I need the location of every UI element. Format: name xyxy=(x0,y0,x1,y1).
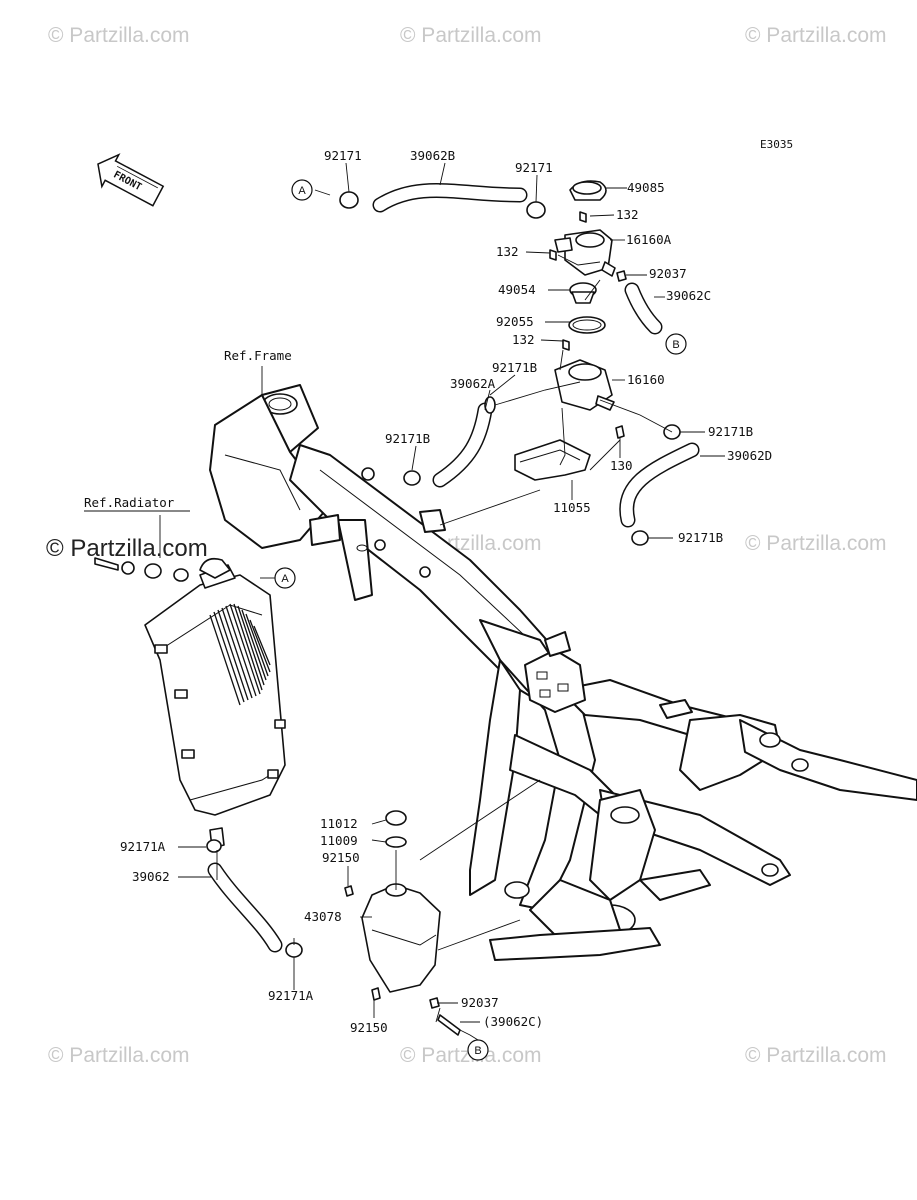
watermark: © Partzilla.com xyxy=(745,1044,887,1067)
part-label: 92037 xyxy=(461,995,499,1010)
part-label: 16160A xyxy=(626,232,672,247)
part-label: 132 xyxy=(512,332,535,347)
hoses xyxy=(207,183,700,1036)
part-label: 92171B xyxy=(708,424,753,439)
frame-assembly xyxy=(209,384,917,961)
part-labels: 92171 39062B 92171 49085 132 16160A 132 … xyxy=(120,148,772,1035)
part-label: 11012 xyxy=(320,816,358,831)
part-label: 92171B xyxy=(492,360,537,375)
part-label: 92150 xyxy=(350,1020,388,1035)
radiator-mount-hardware xyxy=(94,557,231,582)
part-label: 92171A xyxy=(268,988,314,1003)
front-arrow-icon: FRONT xyxy=(97,153,165,207)
part-label: 92171B xyxy=(678,530,723,545)
part-label: 92055 xyxy=(496,314,534,329)
watermark: © Partzilla.com xyxy=(400,24,542,47)
part-label: 92171 xyxy=(515,160,553,175)
part-label: 132 xyxy=(496,244,519,259)
part-label: 16160 xyxy=(627,372,665,387)
diagram-code: E3035 xyxy=(760,138,793,151)
connector-b-label: B xyxy=(672,339,679,351)
connector-b-bottom xyxy=(467,1039,489,1061)
part-label: 39062C xyxy=(666,288,711,303)
part-label: 92171 xyxy=(324,148,362,163)
connector-b-label: B xyxy=(474,1045,481,1057)
thermostat-assembly xyxy=(514,180,627,481)
connector-bubbles: A A B B xyxy=(274,179,687,1061)
part-label: 39062A xyxy=(450,376,496,391)
connector-b-top xyxy=(665,333,687,355)
part-label: 11055 xyxy=(553,500,591,515)
part-label: 49054 xyxy=(498,282,536,297)
part-label: 130 xyxy=(610,458,633,473)
part-label: 92037 xyxy=(649,266,687,281)
part-label: 49085 xyxy=(627,180,665,195)
connector-a-top xyxy=(291,179,313,201)
ref-radiator-label: Ref.Radiator xyxy=(84,495,175,510)
part-label: 39062D xyxy=(727,448,772,463)
watermark: © Partzilla.com xyxy=(745,24,887,47)
watermark-emphasized: © Partzilla.com xyxy=(46,535,208,562)
ref-frame-label: Ref.Frame xyxy=(224,348,292,363)
part-label: 132 xyxy=(616,207,639,222)
watermark: © Partzilla.com xyxy=(48,24,190,47)
connector-a-label: A xyxy=(298,185,306,197)
part-label: 39062B xyxy=(410,148,455,163)
part-label: 92150 xyxy=(322,850,360,865)
connector-a-radiator xyxy=(274,567,296,589)
part-label: 92171B xyxy=(385,431,430,446)
watermark: © Partzilla.com xyxy=(48,1044,190,1067)
connector-a-label: A xyxy=(281,573,289,585)
radiator xyxy=(144,564,286,849)
watermark: © Partzilla.com xyxy=(745,532,887,555)
part-label: 43078 xyxy=(304,909,342,924)
leader-lines xyxy=(159,162,725,1041)
part-label: 39062 xyxy=(132,869,170,884)
part-label: 92171A xyxy=(120,839,166,854)
part-label: (39062C) xyxy=(483,1014,543,1029)
reservoir-tank xyxy=(344,810,441,1009)
part-label: 11009 xyxy=(320,833,358,848)
